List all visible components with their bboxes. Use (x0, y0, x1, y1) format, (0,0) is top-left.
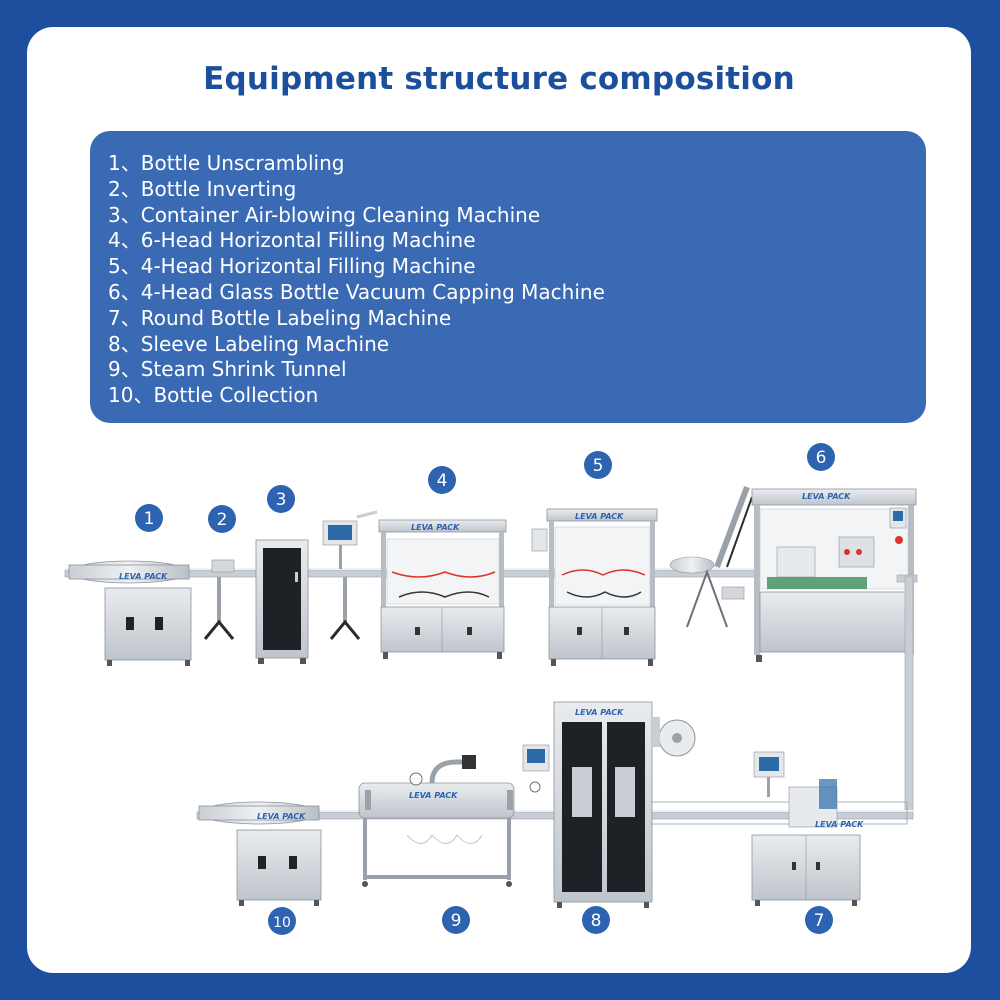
bottle-collection-table (198, 801, 322, 906)
list-item: 7、Round Bottle Labeling Machine (108, 306, 926, 332)
list-item: 10、Bottle Collection (108, 383, 926, 409)
badge-3: 3 (267, 485, 295, 513)
list-item-number: 9、 (108, 357, 141, 382)
list-item-label: Bottle Collection (153, 383, 319, 408)
badge-4: 4 (428, 466, 456, 494)
page-title: Equipment structure composition (203, 61, 795, 97)
list-item-number: 5、 (108, 254, 141, 279)
list-item-number: 3、 (108, 202, 141, 227)
list-item-label: Bottle Unscrambling (140, 151, 345, 175)
production-line-illustration: LEVA PACK LEVA PACK LEVA PACK LEVA PACK … (64, 443, 918, 935)
badge-6: 6 (807, 443, 835, 471)
badge-1: 1 (135, 504, 163, 532)
badge-label: 9 (451, 911, 462, 931)
brand-logo-6: LEVA PACK (802, 492, 851, 501)
brand-logo-8: LEVA PACK (575, 708, 624, 717)
brand-logo-5: LEVA PACK (575, 512, 624, 521)
list-item-label: Container Air-blowing Cleaning Machine (140, 202, 541, 227)
brand-logo-10: LEVA PACK (257, 812, 306, 821)
badge-label: 5 (593, 456, 604, 476)
badge-label: 3 (276, 490, 287, 510)
badge-7: 7 (805, 906, 833, 934)
list-item-label: 4-Head Glass Bottle Vacuum Capping Machi… (140, 279, 605, 304)
brand-logo-1: LEVA PACK (119, 572, 168, 581)
badge-9: 9 (442, 906, 470, 934)
list-item: 8、Sleeve Labeling Machine (108, 332, 926, 358)
brand-logo-7: LEVA PACK (815, 820, 864, 829)
list-item-number: 4、 (108, 228, 141, 253)
six-head-filling-machine (378, 519, 507, 659)
list-item: 9、Steam Shrink Tunnel (108, 357, 926, 383)
list-item: 5、4-Head Horizontal Filling Machine (108, 254, 926, 280)
bottle-inverter-machine (203, 559, 235, 640)
list-item-number: 6、 (108, 279, 141, 304)
list-item: 1、Bottle Unscrambling (108, 151, 926, 177)
list-item-number: 10、 (108, 383, 154, 408)
list-item-number: 8、 (108, 331, 141, 356)
list-item: 3、Container Air-blowing Cleaning Machine (108, 203, 926, 229)
list-item-number: 1、 (108, 151, 141, 175)
equipment-list: 1、Bottle Unscrambling 2、Bottle Inverting… (90, 131, 926, 409)
list-item-number: 2、 (108, 176, 141, 201)
list-item-number: 7、 (108, 305, 141, 330)
sleeve-labeling-machine (522, 701, 696, 908)
badge-2: 2 (208, 505, 236, 533)
list-item: 6、4-Head Glass Bottle Vacuum Capping Mac… (108, 280, 926, 306)
equipment-list-box: 1、Bottle Unscrambling 2、Bottle Inverting… (90, 131, 926, 423)
list-item: 4、6-Head Horizontal Filling Machine (108, 228, 926, 254)
cap-sorter-elevator (669, 485, 753, 628)
list-item-label: Steam Shrink Tunnel (140, 357, 347, 382)
badge-10: 10 (268, 907, 296, 935)
badge-5: 5 (584, 451, 612, 479)
badge-label: 8 (591, 911, 602, 931)
steam-shrink-tunnel (358, 755, 515, 887)
badge-label: 7 (814, 911, 825, 931)
brand-logo-9: LEVA PACK (409, 791, 458, 800)
brand-logo-4: LEVA PACK (411, 523, 460, 532)
bottle-unscrambler-machine (68, 560, 192, 666)
list-item-label: Round Bottle Labeling Machine (140, 305, 452, 330)
air-blowing-cleaner-machine (255, 539, 309, 664)
badge-8: 8 (582, 906, 610, 934)
badge-label: 6 (816, 448, 827, 468)
badge-label: 4 (437, 471, 448, 491)
list-item-label: 4-Head Horizontal Filling Machine (140, 254, 476, 279)
list-item-label: Bottle Inverting (140, 176, 297, 201)
list-item: 2、Bottle Inverting (108, 177, 926, 203)
main-card: Equipment structure composition 1、Bottle… (27, 27, 971, 973)
badge-label: 1 (144, 509, 155, 529)
four-head-filling-machine (531, 508, 658, 666)
bottle-inverter-machine-2 (322, 510, 378, 640)
vacuum-capping-machine (751, 488, 917, 662)
round-bottle-labeling-machine (751, 751, 861, 906)
badge-label: 10 (273, 915, 291, 931)
list-item-label: 6-Head Horizontal Filling Machine (140, 228, 476, 253)
list-item-label: Sleeve Labeling Machine (140, 331, 390, 356)
badge-label: 2 (217, 510, 228, 530)
